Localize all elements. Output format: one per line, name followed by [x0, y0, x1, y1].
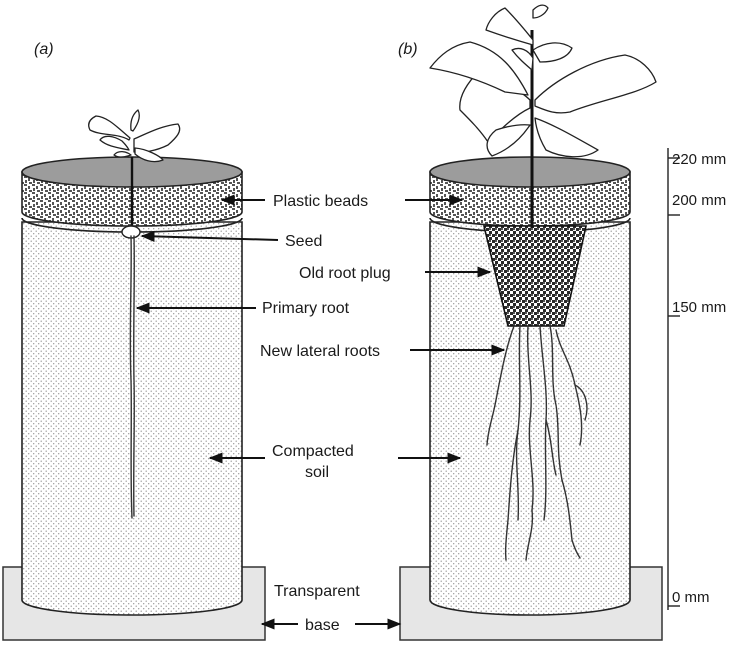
- soil-body-a: [21, 221, 243, 616]
- lid-top-b: [429, 156, 631, 188]
- label-compacted-soil-1: Compacted: [272, 443, 354, 460]
- label-transparent-base-2: base: [305, 617, 340, 634]
- label-new-lateral-roots: New lateral roots: [260, 343, 380, 360]
- label-transparent-base-1: Transparent: [274, 583, 360, 600]
- arrow-seed: [140, 230, 279, 242]
- label-primary-root: Primary root: [262, 300, 350, 317]
- label-plastic-beads: Plastic beads: [273, 193, 368, 210]
- primary-root: [129, 235, 133, 519]
- label-compacted-soil-2: soil: [305, 464, 329, 481]
- panel-tag-b: (b): [398, 41, 418, 58]
- scale-tick-150: 150 mm: [672, 299, 726, 316]
- scale-tick-0: 0 mm: [672, 589, 710, 606]
- lateral-roots: [486, 325, 588, 561]
- column-b: [399, 4, 663, 641]
- scale-tick-220: 220 mm: [672, 151, 726, 168]
- panel-tag-a: (a): [34, 41, 54, 58]
- plant-b: [429, 4, 657, 158]
- label-old-root-plug: Old root plug: [299, 265, 391, 282]
- label-seed: Seed: [285, 233, 322, 250]
- seedling-a: [88, 109, 181, 163]
- scale-bar: 220 mm 200 mm 150 mm 0 mm: [667, 148, 726, 610]
- column-a: [2, 109, 266, 641]
- scale-tick-200: 200 mm: [672, 192, 726, 209]
- old-root-plug: [482, 225, 587, 327]
